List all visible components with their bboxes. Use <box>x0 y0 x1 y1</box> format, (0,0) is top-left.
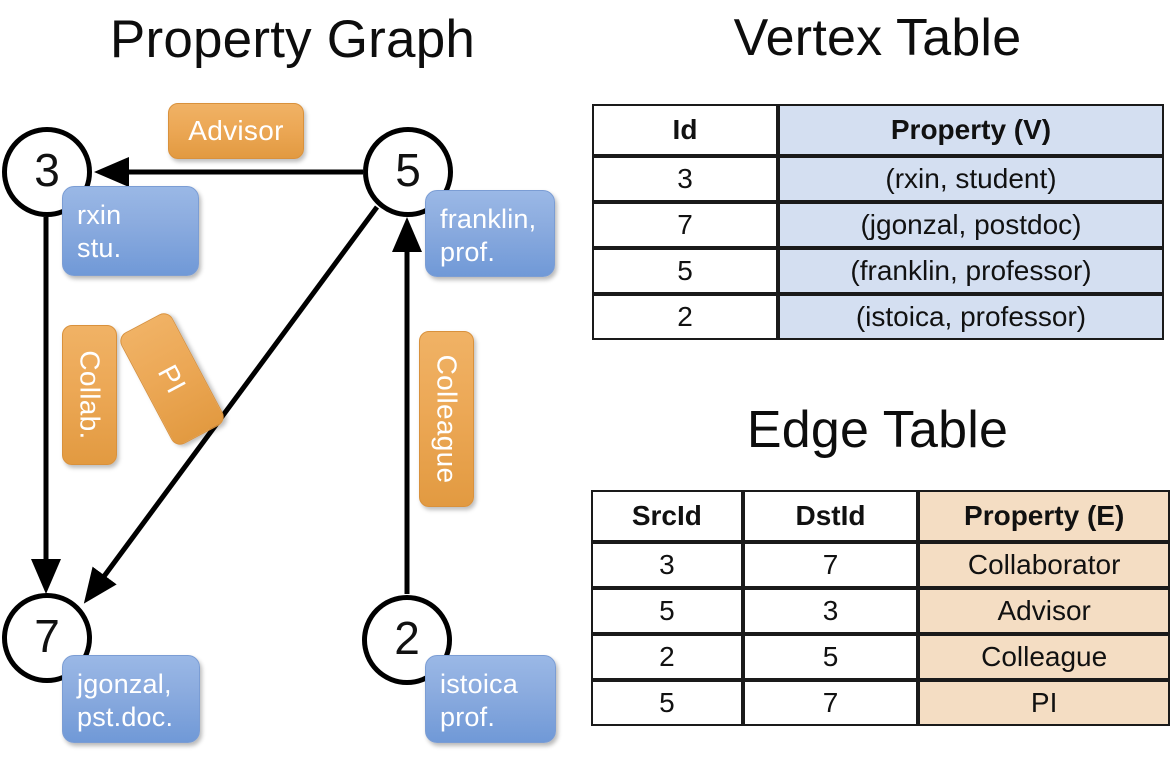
edge-label-pi-text: PI <box>152 359 193 398</box>
node-property-box-7: jgonzal, pst.doc. <box>62 655 200 743</box>
edge-label-advisor-text: Advisor <box>188 115 284 146</box>
vertex-table-header-row: Id Property (V) <box>592 104 1164 156</box>
vertex-table: Id Property (V) 3 (rxin, student) 7 (jgo… <box>592 104 1164 340</box>
graph-edges <box>31 157 422 604</box>
page-title-vertex-table: Vertex Table <box>733 9 1022 67</box>
vertex-cell-property: (jgonzal, postdoc) <box>778 202 1164 248</box>
edge-label-collab: Collab. <box>62 325 117 465</box>
edge-table-header-srcid: SrcId <box>591 490 743 542</box>
node-property-box-5-line2: prof. <box>440 237 496 267</box>
graph-node-5[interactable]: 5 <box>363 127 453 217</box>
page-title-edge-table: Edge Table <box>746 401 1009 459</box>
edge-cell-property: Colleague <box>918 634 1170 680</box>
page-title-property-graph: Property Graph <box>109 10 476 69</box>
vertex-cell-property: (rxin, student) <box>778 156 1164 202</box>
graph-node-2[interactable]: 2 <box>362 595 452 685</box>
edge-table-header-dstid: DstId <box>742 490 919 542</box>
edge-cell-property: PI <box>918 680 1170 726</box>
edge-label-colleague: Colleague <box>419 331 474 507</box>
node-property-box-2-line2: prof. <box>440 702 496 732</box>
table-row: 3 7 Collaborator <box>591 542 1170 588</box>
node-property-box-3: rxin stu. <box>62 186 199 276</box>
edge-label-colleague-text: Colleague <box>431 354 463 484</box>
edge-cell-dstid: 5 <box>742 634 919 680</box>
graph-node-5-id: 5 <box>395 144 421 196</box>
table-row: 5 7 PI <box>591 680 1170 726</box>
vertex-cell-id: 7 <box>592 202 778 248</box>
edge-cell-srcid: 2 <box>591 634 743 680</box>
edge-cell-dstid: 7 <box>742 542 919 588</box>
table-row: 5 (franklin, professor) <box>592 248 1164 294</box>
node-property-box-2-line1: istoica <box>440 669 518 699</box>
node-property-box-7-line2: pst.doc. <box>77 702 174 732</box>
edge-table-header-property: Property (E) <box>918 490 1170 542</box>
edge-label-advisor: Advisor <box>168 103 304 159</box>
node-property-box-5-line1: franklin, <box>440 204 537 234</box>
graph-node-7-id: 7 <box>34 610 60 662</box>
node-property-box-7-line1: jgonzal, <box>77 669 172 699</box>
edge-table-header-row: SrcId DstId Property (E) <box>591 490 1170 542</box>
vertex-cell-id: 5 <box>592 248 778 294</box>
node-property-box-3-line1: rxin <box>77 200 122 230</box>
edge-label-collab-text: Collab. <box>74 350 106 440</box>
vertex-cell-id: 3 <box>592 156 778 202</box>
node-property-box-3-line2: stu. <box>77 233 122 263</box>
edge-cell-srcid: 5 <box>591 588 743 634</box>
edge-cell-dstid: 7 <box>742 680 919 726</box>
vertex-cell-property: (franklin, professor) <box>778 248 1164 294</box>
table-row: 2 5 Colleague <box>591 634 1170 680</box>
vertex-cell-property: (istoica, professor) <box>778 294 1164 340</box>
node-property-box-5: franklin, prof. <box>425 190 555 277</box>
edge-table: SrcId DstId Property (E) 3 7 Collaborato… <box>591 490 1170 726</box>
vertex-table-header-id: Id <box>592 104 778 156</box>
edge-5-to-7 <box>83 205 380 604</box>
edge-cell-srcid: 3 <box>591 542 743 588</box>
graph-node-2-id: 2 <box>394 612 420 664</box>
table-row: 2 (istoica, professor) <box>592 294 1164 340</box>
node-property-box-2: istoica prof. <box>425 655 556 743</box>
table-row: 3 (rxin, student) <box>592 156 1164 202</box>
vertex-table-header-property: Property (V) <box>778 104 1164 156</box>
edge-cell-property: Collaborator <box>918 542 1170 588</box>
edge-cell-property: Advisor <box>918 588 1170 634</box>
vertex-cell-id: 2 <box>592 294 778 340</box>
table-row: 7 (jgonzal, postdoc) <box>592 202 1164 248</box>
edge-cell-dstid: 3 <box>742 588 919 634</box>
table-row: 5 3 Advisor <box>591 588 1170 634</box>
graph-node-3-id: 3 <box>34 144 60 196</box>
edge-cell-srcid: 5 <box>591 680 743 726</box>
